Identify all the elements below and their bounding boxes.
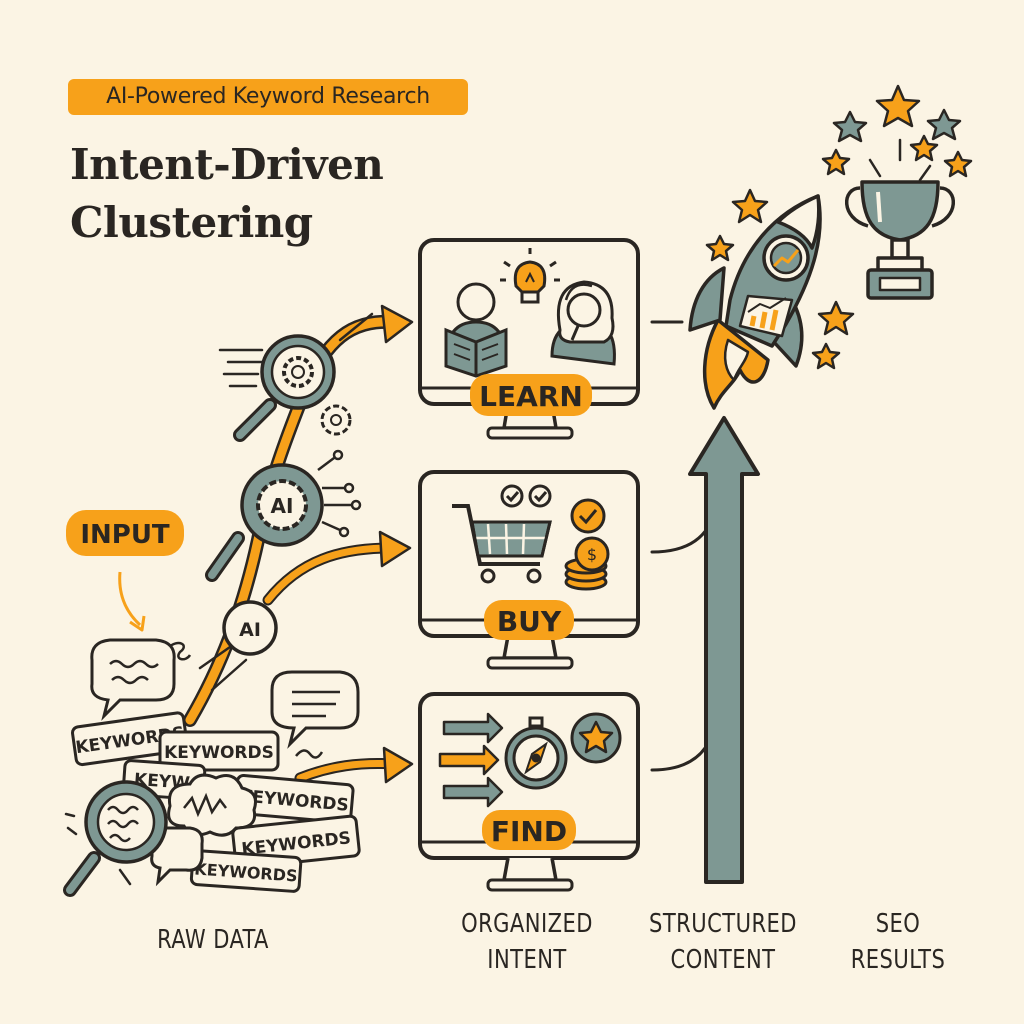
keyword-tags: KEYWORDS KEYWORDS KEYW KEYWORDS KEYWORDS… (71, 711, 361, 893)
growth-arrow (688, 416, 760, 884)
keyword-tag-2: KEYWORDS (164, 743, 274, 763)
category-badge: AI-Powered Keyword Research (68, 79, 468, 115)
learn-label (470, 374, 592, 416)
ai-label-bottom: AI (239, 619, 261, 641)
woman-thinking-icon (550, 280, 616, 366)
compass-icon (504, 716, 568, 790)
lightbulb-icon (500, 248, 560, 304)
trophy-icon (844, 180, 956, 300)
direction-arrows-icon (438, 712, 504, 808)
input-label: INPUT (66, 510, 184, 632)
search-magnifier-icon (63, 780, 168, 897)
buy-text: BUY (497, 605, 562, 638)
caption-raw-data: RAW DATA (157, 925, 269, 955)
title-line-1: Intent-Driven (70, 140, 384, 189)
gear-magnifier-icon (233, 334, 352, 442)
arrow-to-learn-head (380, 304, 414, 344)
caption-structured-content: STRUCTURED CONTENT (649, 909, 797, 975)
svg-text:INPUT: INPUT (80, 520, 170, 550)
rocket-icon (688, 194, 822, 410)
ai-label-top: AI (271, 494, 294, 518)
stars-decoration (705, 84, 973, 370)
checkmark-icons (500, 484, 552, 508)
speed-lines (198, 312, 374, 692)
ai-magnifier-icon: AI (205, 449, 362, 582)
svg-text:$: $ (587, 545, 597, 564)
find-text: FIND (491, 815, 567, 848)
caption-seo-results: SEO RESULTS (850, 909, 946, 975)
chat-bubble-icon (270, 670, 360, 749)
page-title: Intent-Driven Clustering (70, 136, 490, 252)
reader-person-icon (444, 282, 508, 378)
buy-label (484, 600, 574, 640)
title-line-2: Clustering (70, 198, 313, 247)
learn-text: LEARN (479, 380, 583, 413)
caption-organized-intent: ORGANIZED INTENT (461, 909, 593, 975)
star-badge-icon (570, 712, 622, 764)
find-label (482, 810, 576, 850)
coin-check-icon (570, 498, 606, 534)
coin-stack-icon: $ (564, 536, 610, 591)
shopping-cart-icon (452, 504, 552, 584)
ai-node-icon: AI (222, 600, 278, 656)
speech-bubble-icon (90, 638, 176, 721)
